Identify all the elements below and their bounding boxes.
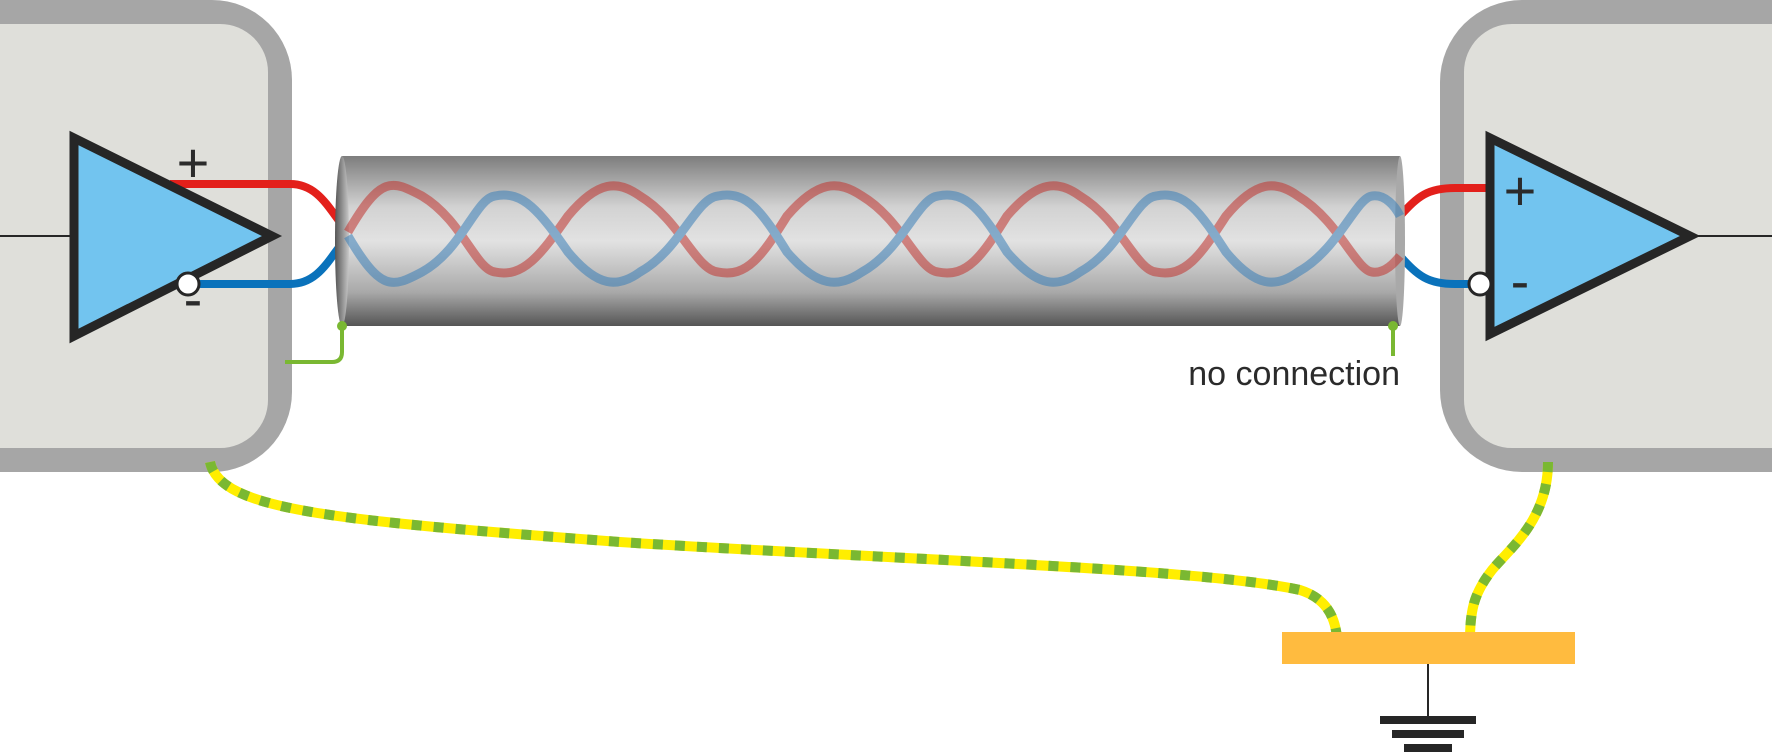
right-shield-drain <box>1388 321 1398 356</box>
left-shield-drain <box>285 321 347 364</box>
right-minus-sign: - <box>1511 249 1530 312</box>
left-amplifier: + - <box>69 130 283 344</box>
twisted-wire-minus <box>344 190 1405 287</box>
left-plus-sign: + <box>177 131 210 194</box>
right-amplifier: + - <box>1467 130 1701 342</box>
twisted-pair <box>344 180 1405 287</box>
right-minus-wire <box>1397 253 1482 288</box>
right-plus-sign: + <box>1504 159 1537 222</box>
shielded-cable <box>335 156 1405 326</box>
left-inverting-input <box>175 271 201 297</box>
amplifier-triangle <box>69 130 283 344</box>
left-earth-wire <box>205 460 1342 639</box>
cable-left-end <box>335 156 349 326</box>
cable-right-end <box>1395 156 1405 326</box>
twisted-wire-plus <box>344 180 1404 278</box>
right-plus-wire <box>1397 184 1490 219</box>
ground-bar <box>1282 632 1575 664</box>
no-connection-label: no connection <box>1188 355 1400 393</box>
right-earth-wire <box>1465 461 1553 641</box>
amplifier-triangle <box>1485 130 1701 342</box>
ground-icon <box>1380 664 1476 752</box>
right-inverting-input <box>1467 271 1493 297</box>
cable-body <box>342 156 1400 326</box>
